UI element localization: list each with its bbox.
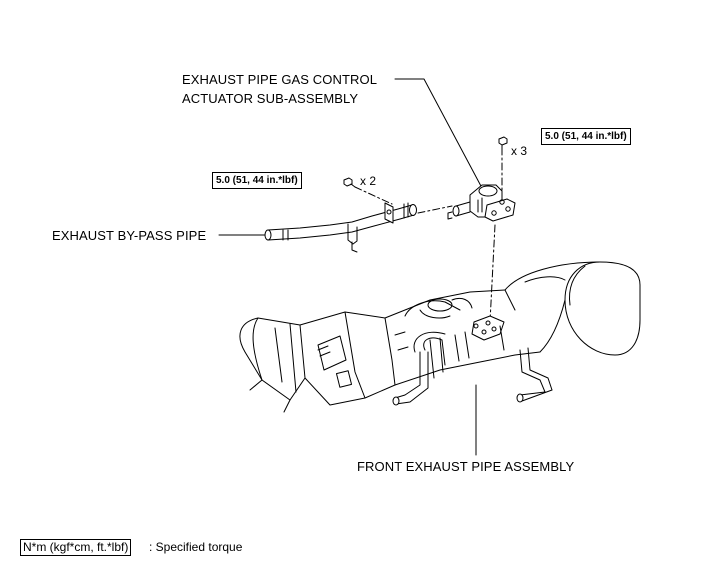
torque-legend-symbol: N*m (kgf*cm, ft.*lbf) bbox=[20, 539, 132, 556]
exhaust-bypass-pipe bbox=[264, 202, 417, 253]
bypass-bolt-quantity: x 2 bbox=[360, 174, 377, 188]
alignment-lines bbox=[354, 147, 503, 323]
front-exhaust-pipe-assembly bbox=[239, 261, 641, 413]
bolt-icon bbox=[498, 136, 508, 151]
actuator-label-line2: ACTUATOR SUB-ASSEMBLY bbox=[182, 91, 359, 106]
torque-legend-description: : Specified torque bbox=[149, 540, 243, 554]
bypass-pipe-label: EXHAUST BY-PASS PIPE bbox=[52, 228, 207, 243]
bypass-bolt-torque-spec: 5.0 (51, 44 in.*lbf) bbox=[212, 172, 302, 189]
actuator-label-line1: EXHAUST PIPE GAS CONTROL bbox=[182, 72, 378, 87]
actuator-bolt-torque-spec: 5.0 (51, 44 in.*lbf) bbox=[541, 128, 631, 145]
leader-lines bbox=[218, 78, 483, 456]
actuator-bolt-quantity: x 3 bbox=[511, 144, 528, 158]
gas-control-actuator bbox=[447, 184, 516, 222]
bolt-icon bbox=[343, 177, 356, 188]
front-pipe-label: FRONT EXHAUST PIPE ASSEMBLY bbox=[357, 459, 575, 474]
